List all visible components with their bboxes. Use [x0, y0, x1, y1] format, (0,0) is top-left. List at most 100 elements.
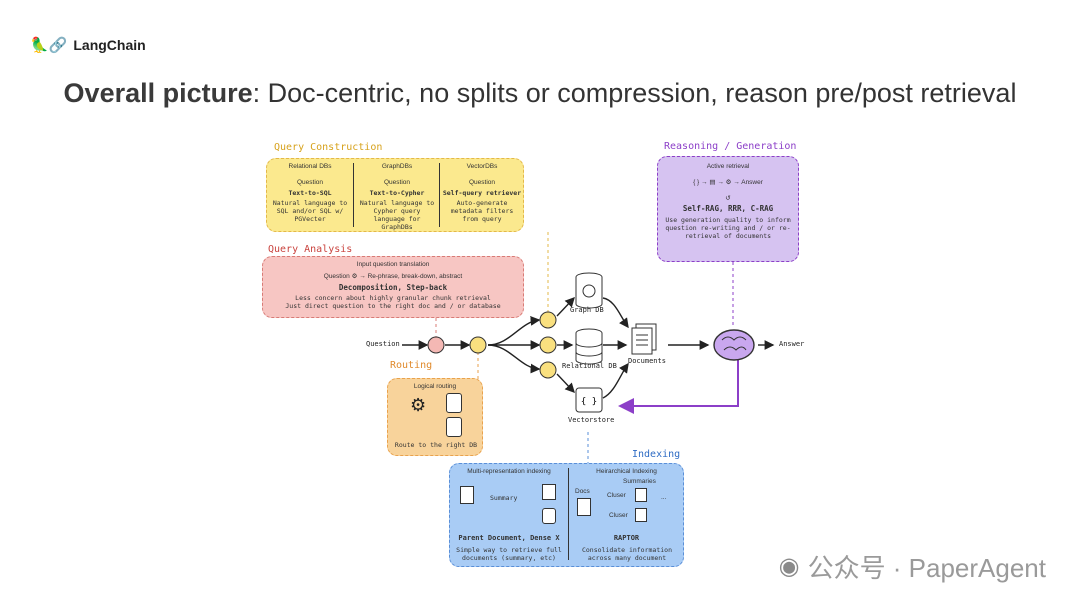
relational-db-label: Relational DB	[562, 362, 617, 370]
hier-cluster-2: Cluser	[609, 512, 628, 519]
qc-name: Self-query retriever	[442, 189, 522, 197]
reasoning-name: Self-RAG, RRR, C-RAG	[682, 204, 774, 213]
watermark-text: 公众号 · PaperAgent	[807, 553, 1046, 583]
routing-box: Logical routing ⚙ Route to the right DB	[387, 378, 483, 456]
reasoning-answer: Answer	[741, 179, 763, 186]
qc-question: Question	[383, 179, 411, 186]
hier-header: Heirarchical Indexing	[596, 468, 657, 475]
routing-brain-icon: ⚙	[410, 395, 427, 415]
qc-header: Relational DBs	[288, 163, 332, 170]
qc-header: VectorDBs	[466, 163, 498, 170]
indexing-label: Indexing	[632, 449, 681, 460]
vectorstore-icon: { }	[575, 387, 603, 413]
hier-name: RAPTOR	[613, 534, 640, 542]
hier-summaries: Summaries	[623, 478, 656, 485]
summary-icon-1	[635, 488, 647, 502]
logo-text: LangChain	[73, 37, 146, 53]
routing-node	[469, 336, 487, 354]
reasoning-flow: { } → ▤ → ⚙ → Answer	[693, 179, 763, 186]
doc-icon: ▤	[709, 179, 716, 186]
relational-db-icon	[575, 328, 603, 365]
qa-desc-1: Less concern about highly granular chunk…	[295, 294, 491, 302]
qc-col-vector: VectorDBs Question Self-query retriever …	[439, 163, 524, 227]
title-rest: : Doc-centric, no splits or compression,…	[252, 78, 1017, 108]
flow-arrow-down	[487, 344, 541, 374]
graph-db-label: Graph DB	[570, 306, 604, 314]
analysis-node	[427, 336, 445, 354]
multi-desc: Simple way to retrieve full documents (s…	[456, 546, 562, 562]
feedback-arrow	[618, 360, 739, 414]
routing-label: Routing	[390, 360, 433, 371]
query-construction-box: Relational DBs Question Text-to-SQL Natu…	[266, 158, 524, 232]
reasoning-box: Active retrieval { } → ▤ → ⚙ → Answer ↺ …	[657, 156, 799, 262]
graph-db-icon	[575, 272, 603, 309]
flow-arrow-graph	[556, 296, 575, 317]
qc-col-relational: Relational DBs Question Text-to-SQL Natu…	[267, 163, 353, 223]
qc-col-graph: GraphDBs Question Text-to-Cypher Natural…	[353, 163, 440, 231]
flow-arrow-up	[487, 316, 541, 346]
llm-brain-icon	[713, 329, 755, 361]
qa-name: Decomposition, Step-back	[338, 283, 448, 292]
documents-label: Documents	[628, 357, 666, 365]
qc-name: Text-to-SQL	[288, 189, 332, 197]
construction-node-1	[539, 311, 557, 329]
hier-doc-icon	[577, 498, 591, 516]
doc-icon	[460, 486, 474, 504]
qc-name: Text-to-Cypher	[369, 189, 425, 197]
watermark: ◉ 公众号 · PaperAgent	[779, 548, 1046, 585]
multi-header: Multi-representation indexing	[467, 468, 551, 475]
construction-node-2	[539, 336, 557, 354]
indexing-box: Multi-representation indexing Summary Pa…	[449, 463, 684, 567]
vector-icon: { }	[693, 179, 700, 186]
db-icon	[542, 508, 556, 524]
qa-header: Input question translation	[356, 261, 430, 268]
hier-dots: ...	[661, 494, 667, 501]
multi-summary: Summary	[490, 494, 518, 502]
routing-desc: Route to the right DB	[394, 441, 478, 449]
hier-desc: Consolidate information across many docu…	[581, 546, 672, 562]
qc-desc: Natural language to Cypher query languag…	[359, 199, 435, 231]
routing-header: Logical routing	[413, 383, 457, 390]
qc-header: GraphDBs	[381, 163, 413, 170]
routing-db-icon	[446, 393, 462, 413]
reasoning-label: Reasoning / Generation	[664, 141, 797, 152]
qc-desc: Auto-generate metadata filters from quer…	[450, 199, 514, 223]
documents-icon	[631, 323, 657, 355]
vector-icon	[542, 484, 556, 500]
answer-label: Answer	[779, 340, 805, 348]
brain-icon: ⚙ →	[351, 273, 368, 280]
construction-node-3	[539, 361, 557, 379]
qa-flow: Question ⚙ → Re-phrase, break-down, abst…	[263, 273, 523, 281]
vectorstore-label: Vectorstore	[568, 416, 615, 424]
qa-outputs: Re-phrase, break-down, abstract	[367, 273, 463, 280]
query-analysis-label: Query Analysis	[268, 244, 353, 255]
summary-icon-2	[635, 508, 647, 522]
multi-representation-panel: Multi-representation indexing Summary Pa…	[450, 468, 568, 562]
db-to-docs-vector	[602, 362, 629, 399]
db-to-docs-graph	[602, 297, 629, 329]
hier-cluster-1: Cluser	[607, 492, 626, 499]
qc-desc: Natural language to SQL and/or SQL w/ PG…	[272, 199, 348, 223]
qc-question: Question	[296, 179, 324, 186]
flow-question-label: Question	[366, 340, 400, 348]
langchain-logo: 🦜🔗 LangChain	[30, 36, 146, 54]
wechat-icon: ◉	[778, 553, 800, 580]
routing-graph-icon	[446, 417, 462, 437]
reasoning-desc: Use generation quality to inform questio…	[665, 216, 791, 240]
reasoning-header: Active retrieval	[706, 163, 750, 170]
loop-arrow: ↺	[725, 195, 731, 202]
hier-docs: Docs	[575, 488, 590, 495]
query-construction-label: Query Construction	[274, 142, 383, 153]
brain-icon: ⚙	[725, 179, 732, 186]
hierarchical-panel: Heirarchical Indexing Summaries Docs Clu…	[568, 468, 684, 562]
multi-name: Parent Document, Dense X	[458, 534, 560, 542]
qc-question: Question	[468, 179, 496, 186]
flow-arrow-vector	[556, 373, 575, 394]
query-analysis-box: Input question translation Question ⚙ → …	[262, 256, 524, 318]
parrot-link-icon: 🦜🔗	[30, 37, 68, 54]
qa-desc-2: Just direct question to the right doc an…	[285, 302, 501, 310]
title-bold: Overall picture	[63, 78, 253, 108]
svg-text:{ }: { }	[581, 397, 597, 407]
page-title: Overall picture: Doc-centric, no splits …	[0, 78, 1080, 118]
